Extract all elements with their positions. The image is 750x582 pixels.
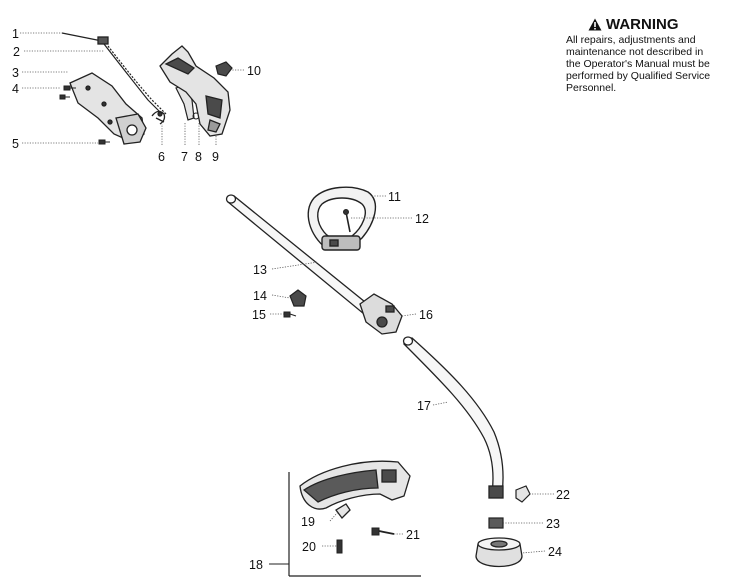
callout-2: 2 — [13, 45, 20, 59]
part-guard-shield — [299, 460, 411, 519]
part-bolt — [371, 527, 395, 536]
part-18-bracket — [269, 472, 421, 577]
callout-22: 22 — [556, 488, 570, 502]
part-stop-switch — [215, 61, 233, 77]
callout-7: 7 — [181, 150, 188, 164]
warning-notice: WARNING All repairs, adjustments and mai… — [566, 16, 746, 94]
part-handle-housing-left — [69, 72, 147, 145]
callout-8: 8 — [195, 150, 202, 164]
part-loop-handle — [307, 186, 377, 251]
callout-11: 11 — [388, 190, 401, 204]
warning-line: Personnel. — [566, 82, 617, 94]
leader-lines — [20, 32, 554, 554]
callout-18: 18 — [249, 558, 263, 572]
part-screw-4 — [59, 85, 76, 100]
part-knob — [289, 289, 307, 307]
callout-24: 24 — [548, 545, 562, 559]
callout-16: 16 — [419, 308, 433, 322]
callout-17: 17 — [417, 399, 431, 413]
part-screw-15 — [283, 311, 297, 318]
part-spring-clip — [151, 110, 166, 125]
part-handle-housing-right — [159, 45, 231, 137]
callout-6: 6 — [158, 150, 165, 164]
warning-title: WARNING — [606, 16, 679, 33]
part-clip-22 — [515, 485, 531, 503]
callout-3: 3 — [12, 66, 19, 80]
callout-10: 10 — [247, 64, 261, 78]
callout-19: 19 — [301, 515, 315, 529]
part-pin — [336, 539, 343, 554]
callout-21: 21 — [406, 528, 420, 542]
callout-15: 15 — [252, 308, 266, 322]
callout-12: 12 — [415, 212, 429, 226]
warning-line: performed by Qualified Service — [566, 70, 711, 82]
warning-triangle-icon — [588, 18, 602, 31]
part-lower-shaft — [402, 336, 504, 499]
warning-body: All repairs, adjustments and maintenance… — [566, 34, 746, 94]
part-loop-handle-screw — [343, 209, 351, 233]
callout-9: 9 — [212, 150, 219, 164]
part-spindle-adapter — [488, 517, 504, 529]
part-cable-sheath — [103, 43, 167, 117]
callout-23: 23 — [546, 517, 560, 531]
callout-4: 4 — [12, 82, 19, 96]
part-coupler — [359, 293, 403, 335]
warning-line: the Operator's Manual must be — [566, 58, 710, 70]
part-screw-5 — [98, 139, 110, 145]
callout-1: 1 — [12, 27, 19, 41]
callout-20: 20 — [302, 540, 316, 554]
callout-13: 13 — [253, 263, 267, 277]
callout-labels: 1 2 3 4 5 6 7 8 9 10 11 12 13 14 15 16 1… — [12, 27, 570, 572]
part-trimmer-head — [475, 537, 523, 568]
warning-line: All repairs, adjustments and — [566, 34, 696, 46]
part-throttle-cable — [61, 32, 109, 45]
warning-heading: WARNING — [588, 16, 746, 33]
callout-14: 14 — [253, 289, 267, 303]
warning-line: maintenance not described in — [566, 46, 704, 58]
callout-5: 5 — [12, 137, 19, 151]
